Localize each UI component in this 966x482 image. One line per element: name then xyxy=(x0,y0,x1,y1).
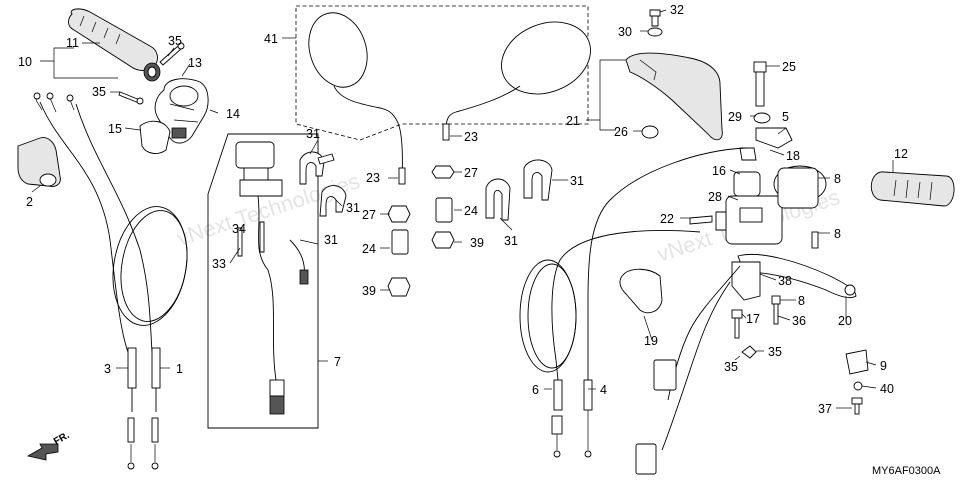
right-grip-12 xyxy=(870,171,955,207)
wiring-box-7 xyxy=(207,133,319,429)
callout-23-a: 23 xyxy=(366,171,380,185)
clutch-lever-20 xyxy=(731,253,857,301)
callout-31-a: 31 xyxy=(324,233,338,247)
callout-6: 6 xyxy=(532,383,539,397)
callout-18: 18 xyxy=(786,149,800,163)
clutch-switch-parts xyxy=(739,112,793,161)
callout-35-b: 35 xyxy=(92,85,106,99)
callout-38: 38 xyxy=(778,274,792,288)
callout-25: 25 xyxy=(782,60,796,74)
callout-22: 22 xyxy=(660,212,674,226)
switch-harness xyxy=(635,265,741,475)
callout-7: 7 xyxy=(334,355,341,369)
callout-3: 3 xyxy=(104,362,111,376)
callout-28: 28 xyxy=(708,190,722,204)
callout-8-a: 8 xyxy=(834,172,841,186)
callout-27-b: 27 xyxy=(464,166,478,180)
throttle-cable-3 xyxy=(39,101,137,470)
callout-24-a: 24 xyxy=(362,242,376,256)
bolt-8-lower xyxy=(771,295,781,325)
callout-12: 12 xyxy=(894,147,908,161)
callout-10: 10 xyxy=(18,55,32,69)
callout-2: 2 xyxy=(26,195,33,209)
diagram-code: MY6AF0300A xyxy=(872,465,941,477)
grip-2 xyxy=(17,137,61,187)
callout-34: 34 xyxy=(232,222,246,236)
mirror-fasteners-left xyxy=(387,205,411,297)
front-direction-arrow: FR. xyxy=(26,430,72,461)
callout-33: 33 xyxy=(212,257,226,271)
callout-31-c: 31 xyxy=(346,201,360,215)
clamps-31-left xyxy=(299,151,347,217)
callout-35-a: 35 xyxy=(168,34,182,48)
cable-coil-left xyxy=(112,206,188,326)
callout-numbers: 10 11 35 13 35 14 15 2 3 1 34 33 31 7 41… xyxy=(18,3,908,416)
washer-30 xyxy=(647,27,663,37)
relay-9-40-37 xyxy=(845,349,869,415)
bolt-25 xyxy=(753,61,767,107)
throttle-grip-11 xyxy=(68,8,161,82)
callout-14: 14 xyxy=(226,107,240,121)
callout-13: 13 xyxy=(188,56,202,70)
callout-32: 32 xyxy=(670,3,684,17)
callout-26: 26 xyxy=(614,125,628,139)
callout-41: 41 xyxy=(264,32,278,46)
callout-8-c: 8 xyxy=(798,294,805,308)
callout-30: 30 xyxy=(618,25,632,39)
callout-15: 15 xyxy=(108,122,122,136)
clamps-31-right xyxy=(485,159,553,221)
bolt-32 xyxy=(649,9,661,27)
lever-holder xyxy=(689,165,827,245)
mirror-left xyxy=(308,12,406,185)
callout-39-b: 39 xyxy=(470,236,484,250)
callout-40: 40 xyxy=(880,382,894,396)
mirror-right xyxy=(442,21,591,141)
callout-8-b: 8 xyxy=(834,227,841,241)
callout-31-e: 31 xyxy=(570,174,584,188)
callout-16: 16 xyxy=(712,164,726,178)
callout-36: 36 xyxy=(792,314,806,328)
callout-24-b: 24 xyxy=(464,204,478,218)
throttle-screw-13 xyxy=(159,42,185,66)
throttle-housing-lower-15 xyxy=(139,120,171,154)
bolt-35-left xyxy=(118,91,144,105)
leader-lines xyxy=(31,9,894,409)
callout-5: 5 xyxy=(782,110,789,124)
choke-cable-6 xyxy=(551,230,701,458)
clutch-cable-4 xyxy=(583,147,747,458)
callout-20: 20 xyxy=(838,314,852,328)
callout-37: 37 xyxy=(818,402,832,416)
callout-31-d: 31 xyxy=(504,234,518,248)
callout-11: 11 xyxy=(66,36,79,50)
mirror-fasteners-right xyxy=(431,165,455,249)
callout-9: 9 xyxy=(880,359,887,373)
callout-21: 21 xyxy=(566,114,580,128)
callout-39-a: 39 xyxy=(362,284,376,298)
callout-17: 17 xyxy=(746,312,760,326)
grommet-26 xyxy=(641,125,659,139)
front-direction-label: FR. xyxy=(52,430,72,448)
callout-23-b: 23 xyxy=(464,130,478,144)
callout-4: 4 xyxy=(600,383,607,397)
callout-1: 1 xyxy=(176,362,183,376)
callout-35-c: 35 xyxy=(768,345,782,359)
throttle-cable-1 xyxy=(75,103,161,470)
cable-ends-top-left xyxy=(33,92,75,113)
bolts-17-35 xyxy=(731,309,757,359)
throttle-housing-14 xyxy=(154,78,209,144)
callout-19: 19 xyxy=(644,334,658,348)
kill-switch-assembly xyxy=(235,141,309,415)
cable-coil-right xyxy=(519,259,577,373)
callout-27-a: 27 xyxy=(362,208,376,222)
switch-housing-19 xyxy=(619,268,663,314)
callout-31-b: 31 xyxy=(306,127,320,141)
switch-cover-21 xyxy=(625,52,723,141)
screw-8-right xyxy=(811,231,819,249)
callout-29: 29 xyxy=(728,110,742,124)
callout-35-d: 35 xyxy=(724,360,738,374)
